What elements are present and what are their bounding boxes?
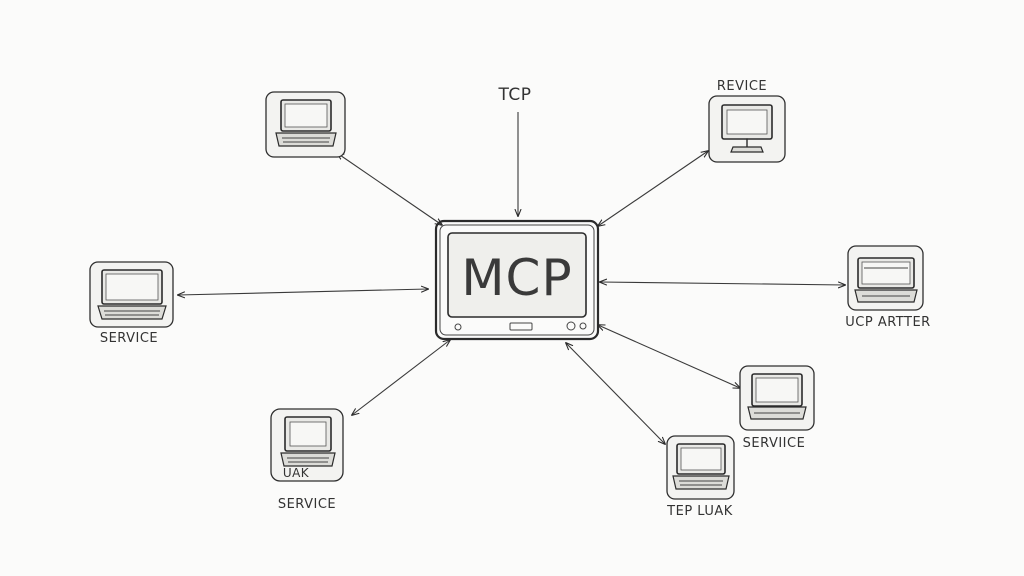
node-bottom[interactable]: TEP LUAK xyxy=(666,435,735,519)
button-icon xyxy=(579,322,587,330)
node-bottom-left[interactable]: UAK SERVICE xyxy=(270,408,344,512)
mcp-hub[interactable]: MCP xyxy=(434,219,600,341)
node-bottom-right[interactable]: SERVIICE xyxy=(739,365,815,451)
node-left-label: SERVICE xyxy=(100,331,158,346)
node-right-label: UCP ARTTER xyxy=(845,315,930,330)
connector-bottom-right xyxy=(598,325,740,388)
connector-bottom-left xyxy=(352,340,450,415)
connectors xyxy=(178,112,845,444)
node-top-left[interactable] xyxy=(265,91,346,158)
slot-icon xyxy=(509,322,533,331)
indicator-icon xyxy=(454,323,462,331)
hub-label: MCP xyxy=(461,249,572,307)
node-top-right[interactable]: REVICE xyxy=(708,79,786,163)
node-bottom-label: TEP LUAK xyxy=(666,504,733,519)
node-left[interactable]: SERVICE xyxy=(89,261,174,346)
node-bottom-left-label: UAK xyxy=(283,466,310,480)
node-right[interactable]: UCP ARTTER xyxy=(845,245,930,330)
connector-top-left xyxy=(337,153,442,225)
connector-bottom xyxy=(566,343,665,444)
connector-right xyxy=(600,282,845,285)
power-icon xyxy=(566,321,576,331)
connector-top-right xyxy=(598,151,708,226)
node-bottom-right-label: SERVIICE xyxy=(743,436,806,451)
connector-left xyxy=(178,289,428,295)
node-bottom-left-sublabel: SERVICE xyxy=(278,497,336,512)
top-label: TCP xyxy=(497,85,531,105)
node-top-right-label: REVICE xyxy=(717,79,767,94)
